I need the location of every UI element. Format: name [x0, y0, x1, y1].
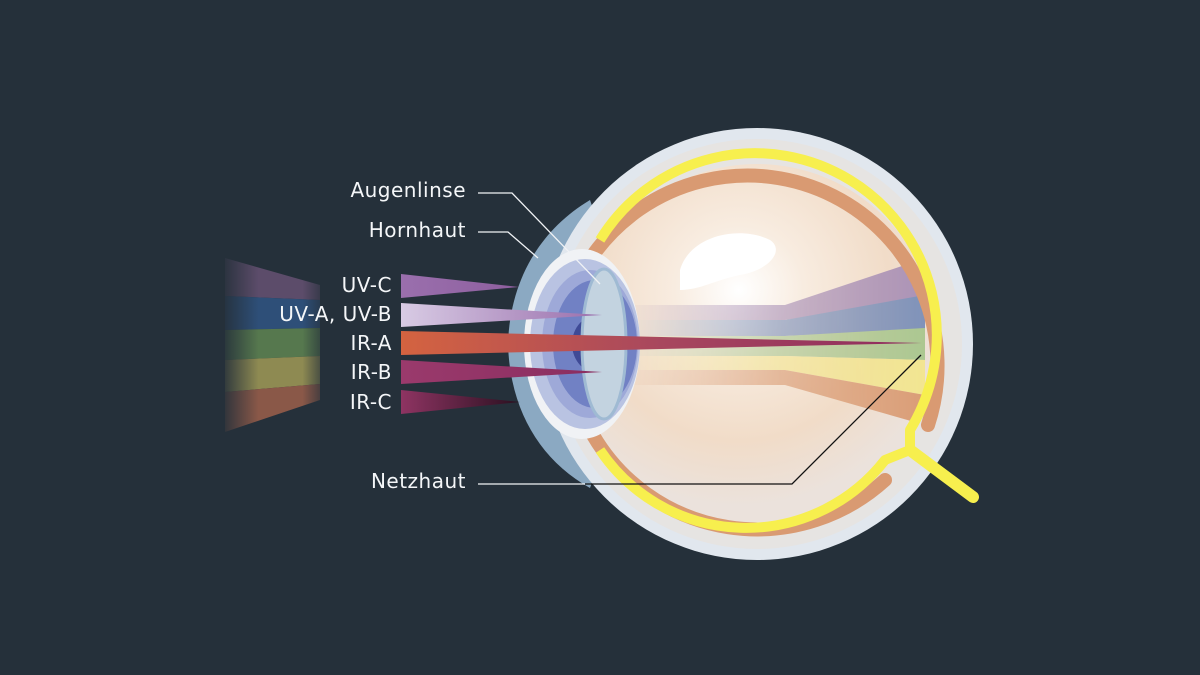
label-augenlinse: Augenlinse	[350, 178, 466, 202]
label-uv-a-uv-b: UV-A, UV-B	[279, 302, 392, 326]
label-uv-c: UV-C	[341, 273, 392, 297]
ray-wedges	[401, 274, 922, 414]
ray-ir-c	[401, 390, 520, 414]
label-hornhaut: Hornhaut	[368, 218, 466, 242]
ray-uv-c	[401, 274, 519, 298]
retina-leader-line-inner	[585, 354, 922, 485]
label-ir-a: IR-A	[350, 331, 392, 355]
light-spectrum	[220, 250, 330, 440]
cornea-leader-line	[478, 231, 539, 259]
ray-ir-a	[401, 331, 922, 355]
label-netzhaut: Netzhaut	[370, 469, 466, 493]
retina	[595, 148, 942, 533]
optic-nerve	[904, 444, 979, 503]
ray-uv-a-uv-b	[401, 303, 602, 327]
ray-ir-b	[401, 360, 602, 384]
lens-leader-line	[478, 192, 601, 285]
label-ir-b: IR-B	[350, 360, 392, 384]
label-ir-c: IR-C	[349, 390, 392, 414]
